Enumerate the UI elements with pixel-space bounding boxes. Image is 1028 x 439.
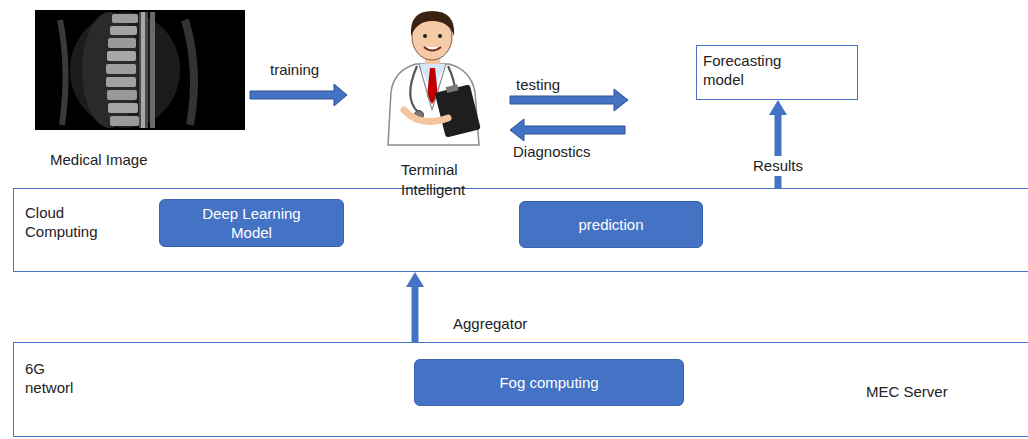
process-box: Deep Learning Model: [159, 199, 344, 247]
doctor-figure: [388, 11, 481, 145]
figure-caption: Terminal Intelligent: [401, 160, 483, 200]
box-label: Fog computing: [499, 373, 598, 392]
block-arrow: [250, 84, 347, 106]
connector-line: [775, 114, 782, 188]
connector-line: [412, 286, 419, 342]
block-arrow: [406, 272, 424, 342]
layer-band: Cloud Computing Deep Learning Model predic…: [13, 188, 1028, 272]
arrow-head: [406, 272, 424, 287]
box-heading: Forecasting model: [703, 51, 803, 89]
arrow-head: [769, 100, 787, 115]
box-label: Deep Learning Model: [187, 204, 317, 242]
image-caption: Medical Image: [50, 150, 148, 170]
block-arrow: [510, 119, 625, 141]
box-label: prediction: [578, 215, 643, 234]
mri-image: [35, 10, 245, 130]
arrow-label: training: [270, 60, 319, 80]
box-heading: 6G networl: [25, 359, 89, 397]
arrow-label: testing: [516, 75, 560, 95]
edge-label: Results: [750, 156, 806, 176]
process-box: prediction: [519, 201, 703, 248]
process-box: Fog computing: [414, 359, 684, 406]
output-box: Forecasting model: [696, 45, 858, 100]
arrow-label: Diagnostics: [513, 142, 591, 162]
box-heading: Cloud Computing: [25, 203, 107, 241]
server-caption: MEC Server: [866, 382, 948, 402]
edge-label: Aggregator: [450, 314, 530, 334]
